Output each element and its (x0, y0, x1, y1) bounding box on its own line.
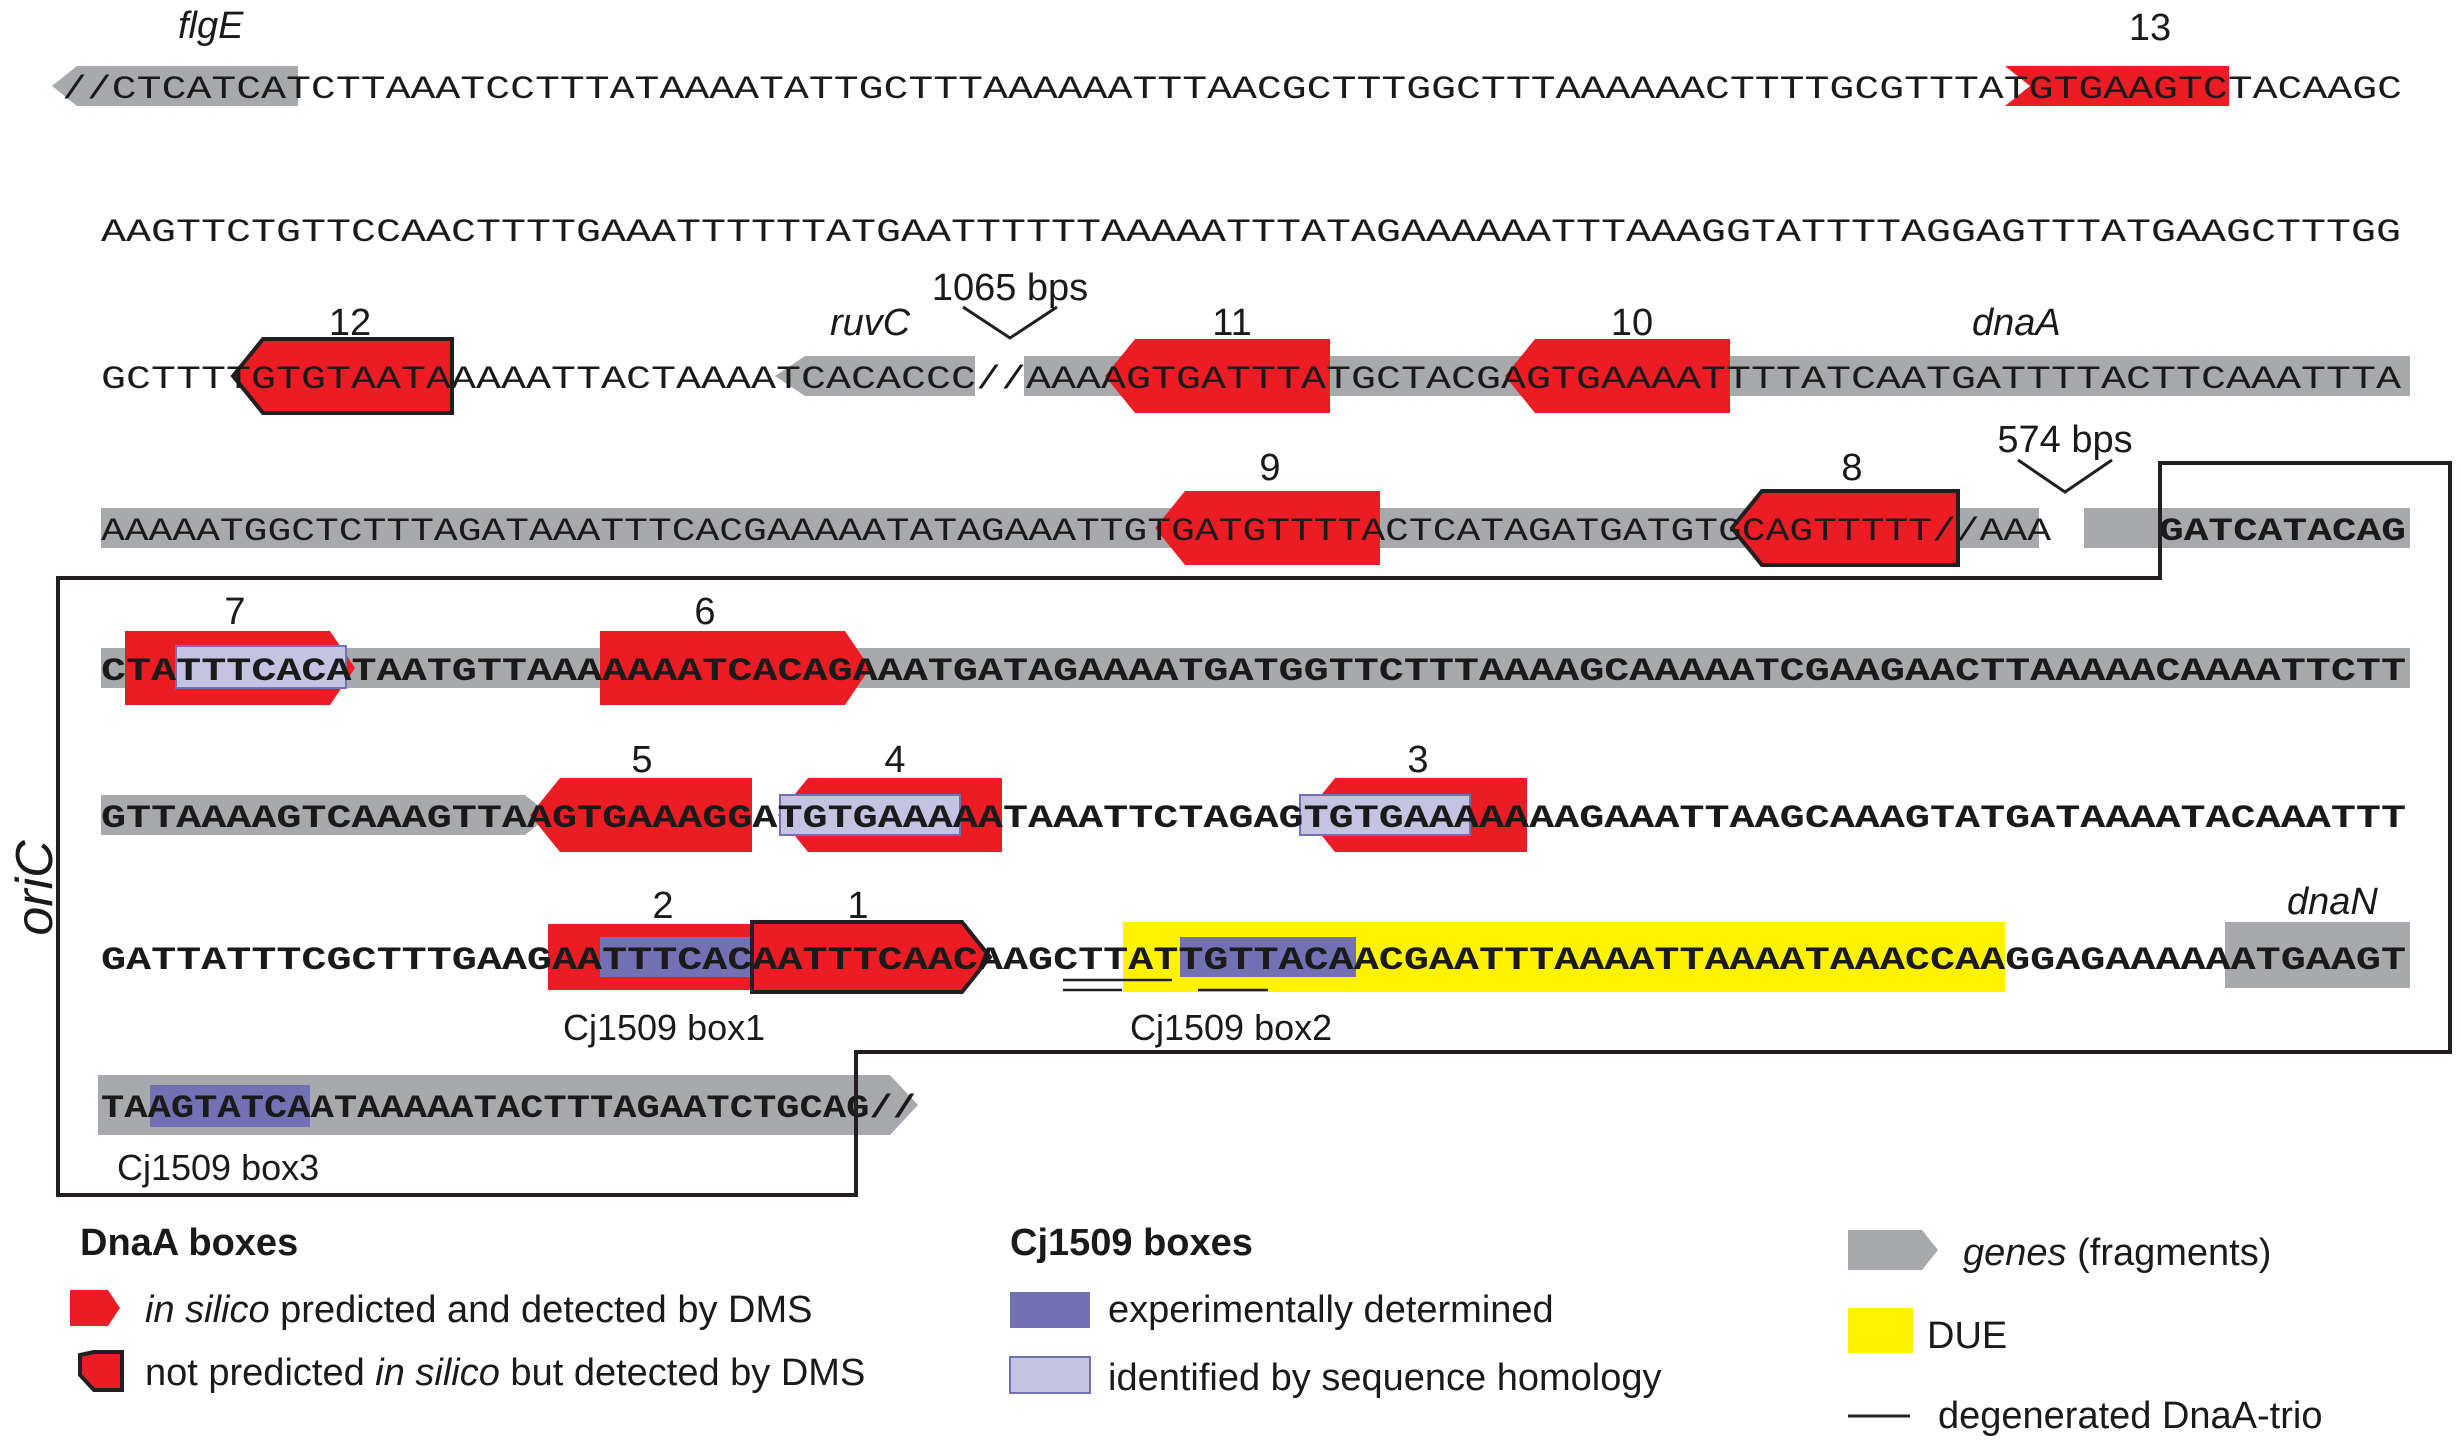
dnaa-box-1 (750, 920, 993, 994)
sequence-row-4: AAAAATGGCTCTTTAGATAAATTTCACGAAAAATATAGAA… (101, 513, 2052, 550)
dnaa-box-12 (230, 337, 454, 415)
cj1509-homology-box-7 (175, 645, 347, 689)
gap-chevron-2 (2017, 458, 2113, 494)
dnan-upstream-bar (101, 648, 2410, 688)
box-number-4: 4 (884, 739, 905, 781)
legend-genes-rest: (fragments) (2067, 1232, 2272, 1274)
box-number-11: 11 (1212, 302, 1251, 344)
upstream-gene-arrow (101, 795, 550, 835)
legend-genes: genes (fragments) (1963, 1232, 2271, 1274)
box-number-1: 1 (847, 885, 868, 927)
legend-due: DUE (1927, 1315, 2007, 1357)
cj1509-experimental-box-3 (150, 1085, 310, 1127)
dnaa-box-5 (530, 778, 752, 852)
ruvc-gene-arrow (775, 356, 975, 396)
legend-dnaa-predicted: in silico predicted and detected by DMS (145, 1289, 812, 1331)
sequence-row-3: GCTTTTGTGTAATAAAAATTACTAAAATCACACCC//AAA… (101, 361, 2402, 398)
box-number-7: 7 (224, 591, 245, 633)
row-4: AAAAATGGCTCTTTAGATAAATTTCACGAAAAATATAGAA… (101, 419, 2410, 567)
row-7: GATTATTTCGCTTTGAAGAATTTCACAATTTCAACAAGCT… (101, 881, 2410, 1048)
box-number-12: 12 (329, 302, 371, 344)
dnan-gene-start-bar (2084, 508, 2410, 548)
gap-chevron-1 (962, 305, 1058, 340)
legend-dnaa-notpred-italic: in silico (375, 1352, 500, 1394)
dnaa-box-9 (1155, 491, 1380, 565)
legend-cj-experimental-swatch (1010, 1292, 1090, 1328)
legend-dnaa-title: DnaA boxes (80, 1222, 298, 1264)
legend-dnaa-notpred-post: but detected by DMS (500, 1352, 865, 1394)
cj1509-homology-box-3 (1299, 794, 1471, 836)
row-2: AAGTTCTGTTCCAACTTTTGAAATTTTTTATGAATTTTTT… (101, 214, 2401, 251)
legend-trio: degenerated DnaA-trio (1938, 1395, 2322, 1437)
legend: DnaA boxes in silico predicted and detec… (70, 1222, 2322, 1437)
legend-cj-title: Cj1509 boxes (1010, 1222, 1253, 1264)
gap-label-574: 574 bps (1997, 419, 2132, 461)
cj1509-box3-label: Cj1509 box3 (117, 1147, 319, 1188)
row-3: GCTTTTGTGTAATAAAAATTACTAAAATCACACCC//AAA… (101, 267, 2410, 415)
dnaa-box-10 (1505, 339, 1730, 413)
gene-label-dnan: dnaN (2287, 881, 2378, 923)
gene-label-flge: flgE (178, 5, 244, 47)
sequence-row-8: TAAGTATCAATAAAAATACTTTAGAATCTGCAG// (101, 1090, 916, 1127)
gap-label-1065: 1065 bps (932, 267, 1088, 309)
dnan-gene-bar (2225, 922, 2410, 988)
legend-cj-homology: identified by sequence homology (1108, 1357, 1662, 1399)
sequence-row-6: GTTAAAAGTCAAAGTTAAGTGAAAGGATGTGAAAAATAAA… (101, 800, 2406, 837)
box-number-2: 2 (652, 885, 673, 927)
dnaa-box-6 (600, 631, 870, 705)
legend-dnaa-predicted-rest: predicted and detected by DMS (270, 1289, 813, 1331)
oric-outline (56, 461, 2452, 1197)
legend-genes-italic: genes (1963, 1232, 2067, 1274)
dnaa-box-8 (1729, 489, 1960, 567)
sequence-row-2: AAGTTCTGTTCCAACTTTTGAAATTTTTTATGAATTTTTT… (101, 214, 2401, 251)
cj1509-box2-label: Cj1509 box2 (1130, 1007, 1332, 1048)
box-number-13: 13 (2129, 7, 2171, 49)
box-number-6: 6 (694, 591, 715, 633)
oric-label: oriC (6, 840, 64, 936)
sequence-row-7: GATTATTTCGCTTTGAAGAATTTCACAATTTCAACAAGCT… (101, 942, 2406, 979)
row-1: //CTCATCATCTTAAATCCTTTATAAAATATTGCTTTAAA… (52, 5, 2402, 108)
sequence-row-4-bold: GATCATACAG (2159, 513, 2406, 550)
cj1509-box1-label: Cj1509 box1 (563, 1007, 765, 1048)
cj1509-experimental-box-1 (600, 937, 778, 977)
legend-dnaa-notpred-swatch (78, 1350, 124, 1392)
cj1509-homology-box-4 (779, 794, 961, 836)
legend-genes-swatch (1848, 1230, 1938, 1270)
sequence-row-1: //CTCATCATCTTAAATCCTTTATAAAATATTGCTTTAAA… (62, 71, 2402, 108)
row-6: GTTAAAAGTCAAAGTTAAGTGAAAGGATGTGAAAAATAAA… (101, 739, 2406, 852)
legend-due-swatch (1848, 1308, 1913, 1353)
sequence-row-5: CTATTTCACATAATGTTAAAAAAATCACAGAAATGATAGA… (101, 653, 2406, 690)
row-8: TAAGTATCAATAAAAATACTTTAGAATCTGCAG// Cj15… (98, 1075, 918, 1188)
legend-dnaa-notpred: not predicted in silico but detected by … (145, 1352, 865, 1394)
box-number-10: 10 (1611, 302, 1653, 344)
legend-cj-homology-swatch (1009, 1356, 1091, 1394)
box-number-3: 3 (1407, 739, 1428, 781)
dnaa-gene-bar-cont (101, 508, 2039, 548)
legend-dnaa-predicted-swatch (70, 1290, 120, 1326)
legend-dnaa-predicted-italic: in silico (145, 1289, 270, 1331)
row-5: CTATTTCACATAATGTTAAAAAAATCACAGAAATGATAGA… (101, 591, 2410, 705)
box-number-8: 8 (1841, 447, 1862, 489)
dnaa-box-11 (1105, 339, 1330, 413)
legend-dnaa-notpred-pre: not predicted (145, 1352, 375, 1394)
box-number-5: 5 (631, 739, 652, 781)
gene-label-dnaa: dnaA (1972, 302, 2061, 344)
box-number-9: 9 (1259, 447, 1280, 489)
flge-gene-arrow (52, 66, 298, 106)
dnaa-box-13 (2005, 66, 2229, 106)
legend-cj-experimental: experimentally determined (1108, 1289, 1554, 1331)
cj1509-experimental-box-2-overlay (1180, 937, 1356, 977)
gene-label-ruvc: ruvC (830, 302, 911, 344)
